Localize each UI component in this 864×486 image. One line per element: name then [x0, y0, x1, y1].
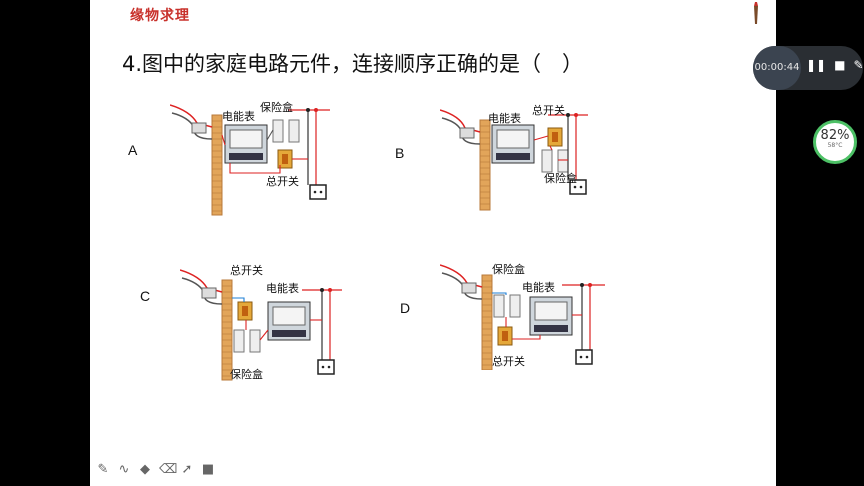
outlet-hole [327, 365, 331, 369]
component-label: 总开关 [492, 354, 525, 368]
fuse-icon [541, 149, 553, 173]
meter-dial [229, 129, 263, 149]
component-label: 保险盒 [230, 367, 263, 381]
system-monitor-gauge: 82% 58°C [813, 120, 857, 164]
meter-terminal [229, 153, 263, 160]
fuse-icon [272, 119, 284, 143]
component-label: 电能表 [522, 280, 555, 294]
highlighter-tool-icon[interactable]: ◆ [140, 462, 150, 477]
fuse-icon [233, 329, 245, 353]
outlet-hole [313, 190, 317, 194]
component-label: 电能表 [222, 109, 255, 123]
outlet-icon [309, 184, 327, 200]
pen-icon [754, 2, 758, 24]
component-label: 电能表 [488, 111, 521, 125]
outlet-hole [579, 185, 583, 189]
connecting-wire [533, 135, 549, 141]
outlet-hole [579, 355, 583, 359]
fuse-icon [509, 294, 521, 318]
wooden-pole [481, 274, 493, 370]
outlet-hole [573, 185, 577, 189]
meter-dial [534, 301, 568, 321]
meter-terminal [272, 330, 306, 337]
camera-tool-icon[interactable]: ■ [201, 462, 215, 477]
annotation-toolbar: ✎ ∿ ◆ ⌫ ➚ ■ [96, 462, 215, 477]
meter-dial [272, 306, 306, 326]
curve-tool-icon[interactable]: ∿ [118, 462, 130, 477]
connecting-wire [492, 292, 507, 295]
pause-icon[interactable]: ❚❚ [806, 58, 827, 72]
insulator [191, 122, 207, 134]
meter-terminal [496, 153, 530, 160]
wooden-pole [211, 114, 223, 216]
component-label: 电能表 [266, 281, 299, 295]
connecting-wire [266, 129, 274, 141]
wooden-pole [479, 119, 491, 211]
outlet-icon [575, 349, 593, 365]
switch-toggle [242, 306, 248, 316]
switch-toggle [552, 132, 558, 142]
component-label: 总开关 [230, 263, 263, 277]
connecting-wire [229, 163, 281, 174]
connecting-wire [549, 145, 553, 151]
outlet-hole [319, 190, 323, 194]
option-a-label[interactable]: A [128, 142, 138, 158]
option-b-label[interactable]: B [395, 145, 405, 161]
junction [580, 283, 584, 287]
connecting-wire [259, 329, 269, 341]
insulator [201, 287, 217, 299]
pointer-tool-icon[interactable]: ➚ [181, 462, 193, 477]
outlet-icon [317, 359, 335, 375]
junction [306, 108, 310, 112]
component-label: 总开关 [266, 174, 299, 188]
connecting-wire [232, 297, 245, 302]
switch-toggle [282, 154, 288, 164]
wooden-pole [221, 279, 233, 381]
outlet-hole [321, 365, 325, 369]
junction [314, 108, 318, 112]
insulator [459, 127, 475, 139]
component-label: 保险盒 [260, 100, 293, 114]
connecting-wire [512, 335, 541, 340]
junction [588, 283, 592, 287]
junction [566, 113, 570, 117]
component-label: 保险盒 [544, 171, 577, 185]
cpu-percent: 82% [820, 128, 850, 143]
fuse-icon [288, 119, 300, 143]
switch-toggle [502, 331, 508, 341]
brand-logo-text: 缘物求理 [130, 8, 190, 24]
option-d-label[interactable]: D [400, 300, 411, 316]
fuse-icon [557, 149, 569, 173]
question-text: 4.图中的家庭电路元件，连接顺序正确的是（ ） [122, 52, 584, 76]
slide: 缘物求理 4.图中的家庭电路元件，连接顺序正确的是（ ） A B C D 电能表… [90, 0, 776, 486]
component-label: 总开关 [532, 103, 565, 117]
stop-icon[interactable]: ■ [834, 58, 846, 72]
component-label: 保险盒 [492, 262, 525, 276]
fuse-icon [493, 294, 505, 318]
connecting-wire [221, 134, 226, 146]
outlet-icon [569, 179, 587, 195]
fuse-icon [249, 329, 261, 353]
outlet-hole [585, 355, 589, 359]
pen-icon[interactable]: ✎ [853, 58, 864, 72]
eraser-tool-icon[interactable]: ⌫ [159, 462, 178, 477]
junction [328, 288, 332, 292]
insulator [461, 282, 477, 294]
meter-dial [496, 129, 530, 149]
junction [574, 113, 578, 117]
recording-timer: 00:00:44 [753, 46, 801, 90]
junction [320, 288, 324, 292]
temperature: 58°C [827, 142, 843, 149]
meter-terminal [534, 325, 568, 332]
pen-tool-icon[interactable]: ✎ [97, 462, 109, 477]
option-c-label[interactable]: C [140, 288, 151, 304]
